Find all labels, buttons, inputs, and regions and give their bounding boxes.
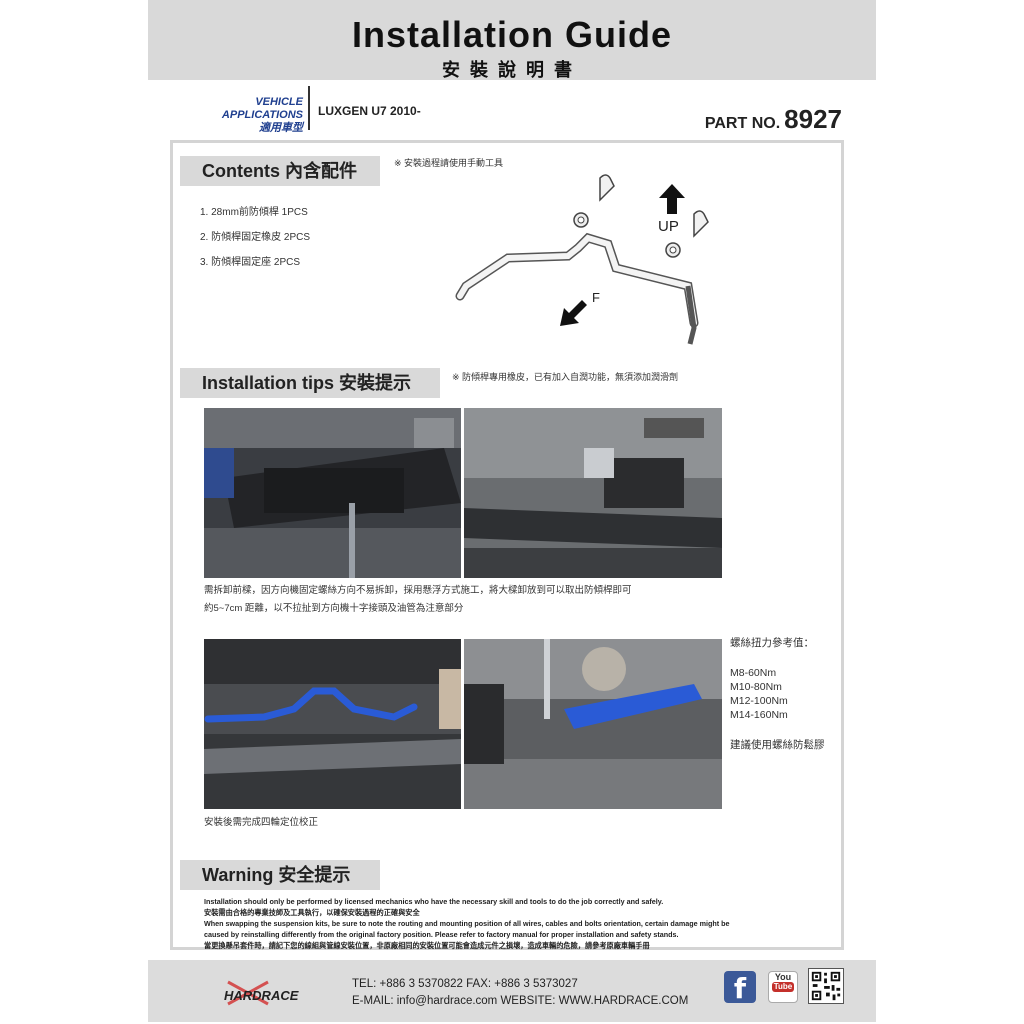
- sway-bar-illustration: [455, 174, 709, 345]
- vehicle-divider: [308, 86, 310, 130]
- installation-guide-page: Installation Guide 安裝說明書 VEHICLE APPLICA…: [148, 0, 876, 1024]
- contact-info: TEL: +886 3 5370822 FAX: +886 3 5373027 …: [352, 976, 688, 1010]
- contents-item-3: 3. 防傾桿固定座 2PCS: [200, 257, 301, 268]
- part-number-label: PART NO.: [704, 115, 781, 132]
- bushing-1: [573, 212, 589, 228]
- warning-text: Installation should only be performed by…: [204, 896, 834, 951]
- bushing-2: [665, 242, 681, 258]
- hardrace-logo: HARDRACE: [224, 980, 299, 1006]
- sway-bar-diagram: [448, 168, 718, 358]
- tips-caption-1-line-1: 需拆卸前樑，因方向機固定螺絲方向不易拆卸，採用懸浮方式施工，將大樑卸放到可以取出…: [204, 585, 632, 596]
- torque-value-m12: M12-100Nm: [730, 695, 788, 707]
- photo-end-link: [464, 639, 722, 809]
- photo-installed-bar: [204, 639, 461, 809]
- up-arrow-icon: [659, 184, 685, 214]
- tips-note: ※ 防傾桿專用橡皮，已有加入自潤功能，無須添加潤滑劑: [452, 372, 679, 382]
- contents-heading: Contents 內含配件: [180, 156, 380, 186]
- warning-heading: Warning 安全提示: [180, 860, 380, 890]
- contact-tel-fax: TEL: +886 3 5370822 FAX: +886 3 5373027: [352, 978, 578, 990]
- footer: HARDRACE TEL: +886 3 5370822 FAX: +886 3…: [148, 960, 876, 1022]
- up-label: UP: [658, 218, 679, 235]
- hardrace-logo-text: HARDRACE: [224, 988, 299, 1003]
- forward-label: F: [592, 290, 600, 305]
- youtube-tube: Tube: [772, 982, 794, 992]
- guide-header: Installation Guide 安裝說明書: [148, 0, 876, 80]
- vehicle-model: LUXGEN U7 2010-: [318, 104, 421, 118]
- warning-line-3: When swapping the suspension kits, be su…: [204, 919, 730, 928]
- torque-value-m8: M8-60Nm: [730, 667, 777, 679]
- part-number-value: 8927: [784, 104, 842, 134]
- warning-line-1: Installation should only be performed by…: [204, 897, 664, 906]
- vehicle-label-en: VEHICLE APPLICATIONS: [221, 96, 303, 121]
- torque-title: 螺絲扭力參考值：: [730, 637, 814, 649]
- youtube-you: You: [774, 972, 792, 982]
- torque-value-m14: M14-160Nm: [730, 709, 788, 721]
- contact-email-website[interactable]: E-MAIL: info@hardrace.com WEBSITE: WWW.H…: [352, 995, 689, 1007]
- contents-note: ※ 安裝過程請使用手動工具: [394, 158, 504, 168]
- vehicle-applications-label: VEHICLE APPLICATIONS 適用車型: [178, 96, 303, 135]
- warning-line-4: caused by reinstalling differently from …: [204, 930, 679, 939]
- qr-code-icon[interactable]: [808, 968, 844, 1004]
- content-frame: [170, 140, 844, 950]
- facebook-icon[interactable]: f: [724, 971, 756, 1005]
- vehicle-label-cn: 適用車型: [259, 122, 303, 134]
- tips-caption-1: 需拆卸前樑，因方向機固定螺絲方向不易拆卸，採用懸浮方式施工，將大樑卸放到可以取出…: [204, 582, 724, 618]
- part-number: PART NO.8927: [705, 104, 842, 135]
- up-arrow-icon: [804, 184, 834, 214]
- youtube-icon[interactable]: You Tube: [768, 971, 798, 1003]
- tips-caption-1-line-2: 約5~7cm 距離，以不拉扯到方向機十字接頭及油管為注意部分: [204, 603, 464, 614]
- warning-line-2: 安裝需由合格的專業技師及工具執行，以確保安裝過程的正確與安全: [204, 908, 420, 917]
- contents-item-1: 1. 28mm前防傾桿 1PCS: [200, 207, 308, 218]
- bracket-2: [693, 210, 709, 238]
- page-title: Installation Guide: [351, 14, 673, 55]
- warning-line-5: 當更換懸吊套件時，請記下您的線組與管線安裝位置，非原廠相同的安裝位置可能會造成元…: [204, 941, 650, 950]
- forward-arrow-icon: [560, 300, 587, 326]
- torque-note: 建議使用螺絲防鬆膠: [730, 739, 825, 751]
- photo-wheel-well: [464, 408, 722, 578]
- tips-caption-2: 安裝後需完成四輪定位校正: [204, 817, 319, 828]
- torque-value-m10: M10-80Nm: [730, 681, 782, 693]
- page-title-cn: 安裝說明書: [442, 60, 582, 80]
- bracket-1: [599, 174, 615, 202]
- photo-front-subframe: [204, 408, 461, 578]
- contents-item-2: 2. 防傾桿固定橡皮 2PCS: [200, 232, 311, 243]
- tips-heading: Installation tips 安裝提示: [180, 368, 440, 398]
